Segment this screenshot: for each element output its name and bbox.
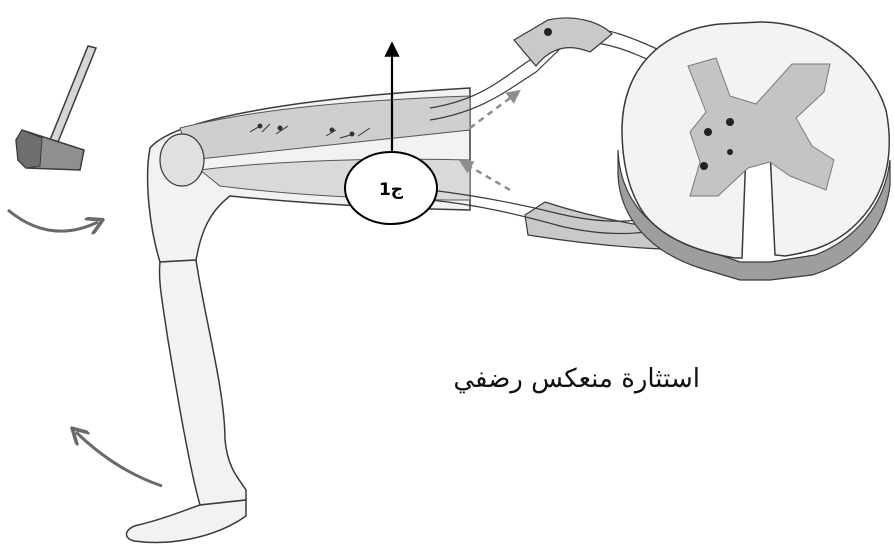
callout-label: ج1: [379, 180, 404, 200]
leg-illustration: [126, 88, 470, 542]
leg-kick-arrow-icon: [76, 432, 162, 486]
reflex-hammer-icon: [16, 46, 96, 170]
hammer-swing-arrow-icon: [8, 210, 98, 231]
diagram-caption: استثارة منعكس رضفي: [380, 364, 700, 394]
spinal-cord-section: [618, 22, 890, 280]
afferent-signal-arrow-icon: [470, 92, 518, 128]
callout-bubble: ج1: [345, 152, 437, 224]
